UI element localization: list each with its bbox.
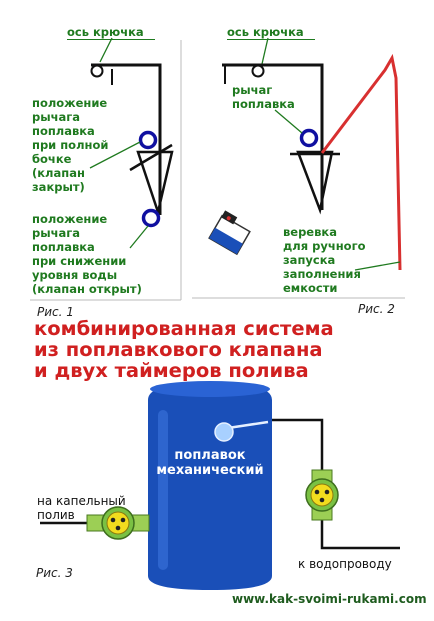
fig3-float-label: поплавок механический xyxy=(156,448,264,478)
fig3-float-lever xyxy=(227,420,269,430)
fig3-tank-highlight xyxy=(158,410,168,570)
fig2-hook-axis-label: ось крючка xyxy=(227,25,304,39)
fig2-float-bracket xyxy=(296,150,334,215)
fig3-float-ball xyxy=(214,422,234,442)
fig1-valve-arm xyxy=(91,63,162,215)
fig1-hook-axis-leader xyxy=(99,37,113,63)
fig3-supply-pipe-lower xyxy=(320,510,400,550)
fig2-diagram xyxy=(192,37,405,299)
fig1-lever-closed xyxy=(129,143,173,172)
fig2-float-body xyxy=(208,210,251,256)
fig3-timer-drip xyxy=(86,506,150,540)
fig1-float-ring-low xyxy=(141,208,161,228)
fig2-hook-pivot xyxy=(251,64,265,78)
fig2-rope xyxy=(320,53,402,271)
fig2-lever-leader xyxy=(274,109,303,134)
fig1-float-bracket xyxy=(136,150,174,217)
fig1-float-ring-full xyxy=(138,130,158,150)
fig1-lever-full-leader xyxy=(89,141,141,169)
fig1-lever-low-leader xyxy=(129,225,149,249)
fig1-caption: Рис. 1 xyxy=(37,305,74,319)
fig2-valve-arm xyxy=(222,63,324,210)
fig1-lever-full-label: положение рычага поплавка при полной боч… xyxy=(32,96,109,194)
fig2-rope-label: веревка для ручного запуска заполнения е… xyxy=(283,225,366,295)
fig2-hook-axis-underline xyxy=(227,39,315,40)
fig3-diagram xyxy=(40,381,400,590)
fig1-hook-pivot xyxy=(90,64,104,78)
fig3-timer-supply xyxy=(305,469,339,521)
fig1-lever-low-label: положение рычага поплавка при снижении у… xyxy=(32,212,142,296)
fig1-hook-axis-underline xyxy=(67,39,155,40)
fig3-caption: Рис. 3 xyxy=(36,566,73,580)
website-link[interactable]: www.kak-svoimi-rukami.com xyxy=(232,592,427,606)
fig2-hook-axis-leader xyxy=(261,37,269,65)
fig2-float-ring xyxy=(299,128,319,148)
fig2-caption: Рис. 2 xyxy=(358,302,395,316)
fig1-hook-axis-label: ось крючка xyxy=(67,25,144,39)
fig2-lever-label: рычаг поплавка xyxy=(232,83,295,111)
fig3-tank-top xyxy=(150,381,270,397)
fig3-tank xyxy=(148,382,272,590)
fig3-supply-pipe xyxy=(268,418,324,480)
fig2-rope-leader xyxy=(354,261,401,271)
diagram-title: комбинированная система из поплавкового … xyxy=(34,317,334,382)
fig3-supply-label: к водопроводу xyxy=(298,557,392,571)
fig1-diagram xyxy=(30,37,182,301)
fig3-drip-label: на капельный полив xyxy=(37,494,126,522)
